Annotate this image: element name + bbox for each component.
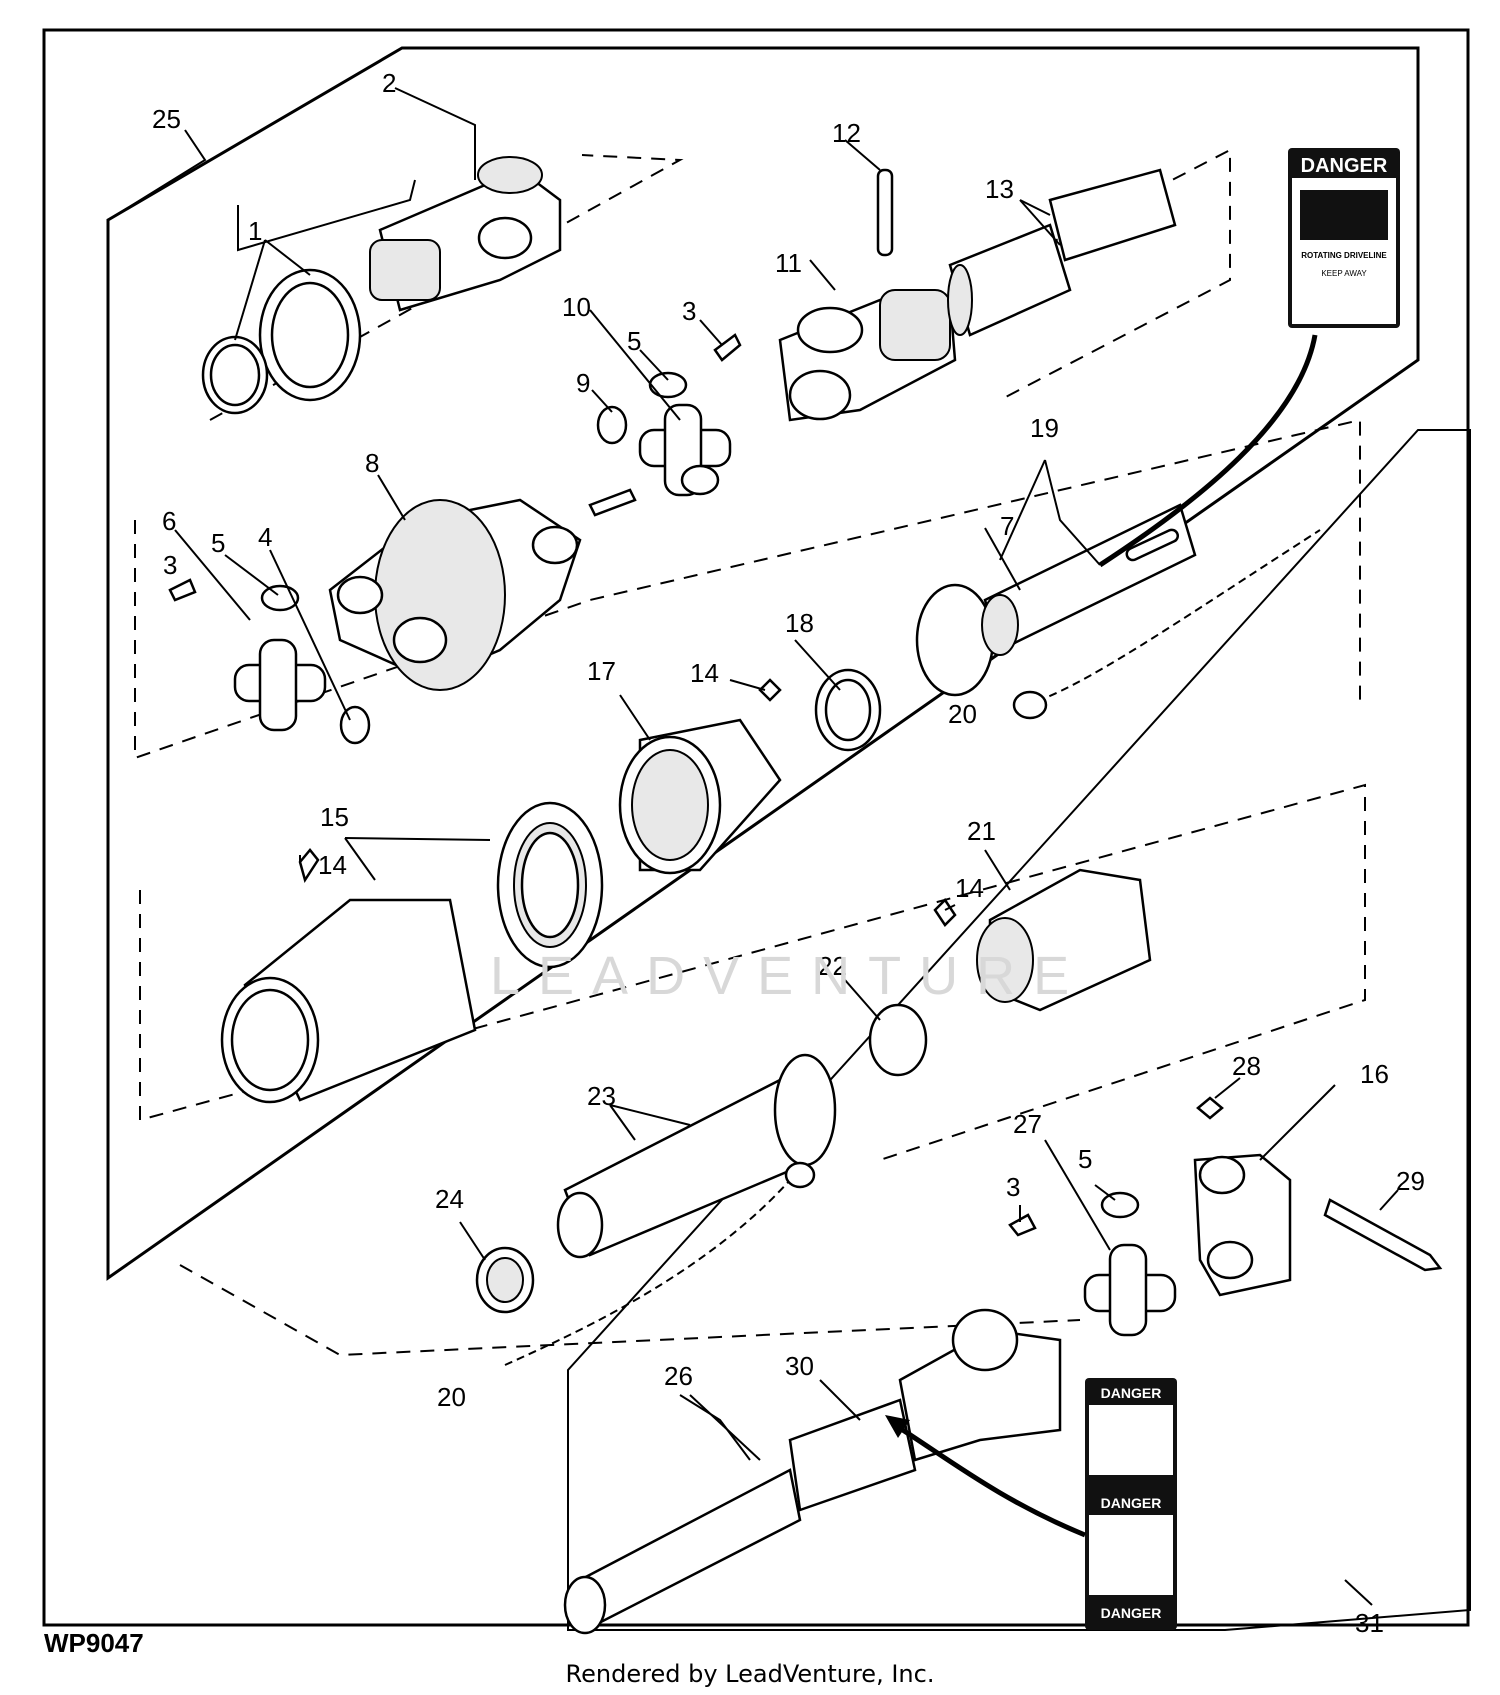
callout-6: 6 (162, 506, 176, 536)
part-shaft-13 (947, 168, 1177, 337)
callout-3-bottom: 3 (1006, 1172, 1020, 1202)
danger-decal-top: DANGER ROTATING DRIVELINE KEEP AWAY (1288, 148, 1400, 328)
callout-29: 29 (1396, 1166, 1425, 1196)
part-tube-23 (556, 1053, 837, 1259)
dashed-group-yoke (209, 154, 684, 421)
part-ring-9 (596, 405, 628, 445)
document-code: WP9047 (44, 1628, 144, 1658)
callout-3-left: 3 (163, 550, 177, 580)
callout-27: 27 (1013, 1109, 1042, 1139)
danger-line-top: KEEP AWAY (1321, 269, 1367, 278)
part-bearing-24 (475, 1246, 535, 1314)
callout-24: 24 (435, 1184, 464, 1214)
part-fitting-3-top (713, 333, 742, 362)
assembly-outline-31 (567, 429, 1471, 1631)
part-yoke-2 (369, 156, 562, 312)
danger-heading-top: DANGER (1301, 155, 1388, 177)
decal-pointer-top (1098, 334, 1318, 568)
part-fitting-3-left (168, 578, 197, 602)
part-bearing-15 (496, 801, 604, 969)
callout-5-top: 5 (627, 326, 641, 356)
part-chain-20-top (1024, 529, 1321, 706)
callout-23: 23 (587, 1081, 616, 1111)
callout-7: 7 (1000, 511, 1014, 541)
leader-lines (107, 87, 1399, 1606)
part-yoke-16 (1193, 1153, 1292, 1297)
part-tube-7 (915, 503, 1197, 697)
callout-9: 9 (576, 368, 590, 398)
part-cross-27 (1083, 1243, 1177, 1337)
callout-1: 1 (248, 216, 262, 246)
dashed-group-23 (179, 1264, 1081, 1357)
callout-11: 11 (775, 248, 802, 278)
callout-21: 21 (967, 816, 996, 846)
part-yoke-11 (778, 289, 957, 422)
outer-frame (42, 28, 1470, 1627)
callout-13: 13 (985, 174, 1014, 204)
callout-numbers: 25 2 1 12 13 11 10 3 5 9 8 6 5 4 3 19 7 … (152, 68, 1425, 1638)
part-ring-5-bottom (1100, 1191, 1140, 1219)
callout-10: 10 (562, 292, 591, 322)
callout-12: 12 (832, 118, 861, 148)
part-guard-15 (220, 898, 477, 1104)
danger-title-top: ROTATING DRIVELINE (1301, 251, 1387, 260)
watermark-text: LEADVENTURE (490, 946, 1088, 1006)
callout-14-top: 14 (690, 658, 719, 688)
part-ring-1 (201, 268, 362, 415)
part-shaft-26-30 (563, 1308, 1062, 1635)
callout-28: 28 (1232, 1051, 1261, 1081)
callout-14-right: 14 (955, 873, 984, 903)
danger-heading-bottom-3: DANGER (1101, 1605, 1162, 1621)
callout-30: 30 (785, 1351, 814, 1381)
part-cross-10 (638, 403, 732, 497)
part-chain-20-bottom (504, 1179, 791, 1366)
callout-14-left: 14 (318, 850, 347, 880)
decal-arrowhead (885, 1415, 910, 1438)
part-ring-20-top (1012, 690, 1048, 720)
callout-15: 15 (320, 802, 349, 832)
callout-5-bottom: 5 (1078, 1144, 1092, 1174)
part-collar-22 (868, 1003, 928, 1077)
callout-2: 2 (382, 68, 396, 98)
part-screw-14-left (298, 848, 320, 884)
part-ring-20-bottom (784, 1161, 816, 1189)
callout-8: 8 (365, 448, 379, 478)
decal-pointer-bottom (893, 1422, 1086, 1538)
part-nut-28 (1196, 1096, 1224, 1120)
callout-31: 31 (1355, 1608, 1384, 1638)
callout-17: 17 (587, 656, 616, 686)
callout-19: 19 (1030, 413, 1059, 443)
dashed-group-15 (139, 783, 1366, 1161)
part-ring-5-top (648, 371, 688, 399)
part-bolt-29 (1323, 1198, 1443, 1272)
part-ring-4 (339, 705, 371, 745)
callout-4: 4 (258, 522, 272, 552)
callout-16: 16 (1360, 1059, 1389, 1089)
danger-decal-bottom: DANGER DANGER DANGER (1085, 1378, 1177, 1630)
part-fitting-3-bottom (1008, 1213, 1037, 1237)
part-collar-18 (814, 668, 882, 752)
danger-heading-bottom-2: DANGER (1101, 1495, 1162, 1511)
render-credit: Rendered by LeadVenture, Inc. (565, 1660, 935, 1688)
callout-20-top: 20 (948, 699, 977, 729)
callout-22: 22 (818, 951, 847, 981)
part-screw-14-top (758, 678, 782, 702)
dashed-group-8 (134, 418, 1361, 760)
callout-25: 25 (152, 104, 181, 134)
callout-26: 26 (664, 1361, 693, 1391)
part-pin-12 (876, 168, 894, 257)
part-bolt (588, 488, 637, 517)
danger-heading-bottom-1: DANGER (1101, 1385, 1162, 1401)
part-screw-14-right (933, 898, 957, 927)
callout-3-top: 3 (682, 296, 696, 326)
assembly-outline-25 (106, 46, 1420, 1281)
part-yoke-8 (328, 498, 582, 691)
part-cross-6 (233, 638, 327, 732)
callout-5-left: 5 (211, 528, 225, 558)
callout-20-bottom: 20 (437, 1382, 466, 1412)
callout-18: 18 (785, 608, 814, 638)
part-guard-21 (976, 868, 1152, 1012)
part-guard-17 (618, 718, 782, 875)
